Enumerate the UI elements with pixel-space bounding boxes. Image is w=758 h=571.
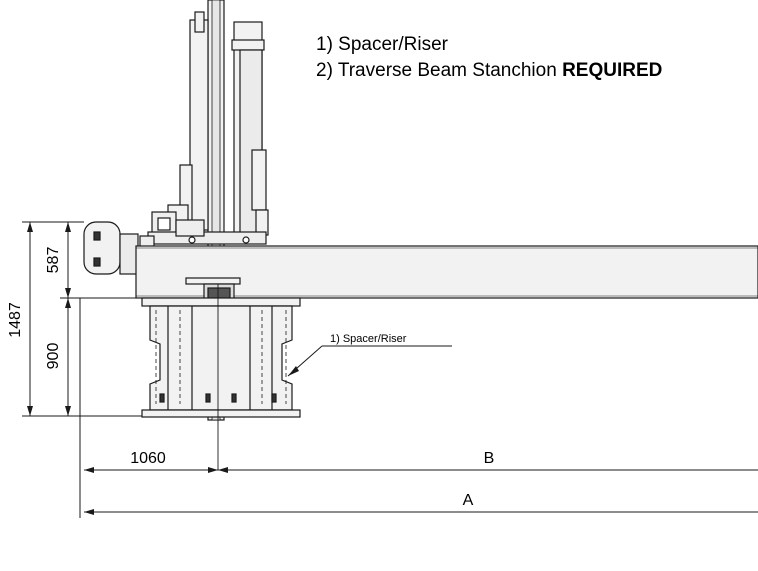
dimension-b-label: B [484,450,495,467]
note-traverse-beam-stanchion: 2) Traverse Beam Stanchion REQUIRED [316,60,662,82]
dimension-a-label: A [463,492,474,509]
note-stanchion-text: 2) Traverse Beam Stanchion [316,60,563,81]
width-dimensions [79,298,758,518]
riser-height-label: 900 [45,343,62,370]
upper-height-label: 587 [45,247,62,274]
height-arrows [27,222,71,416]
note-required-emphasis: REQUIRED [562,60,663,81]
height-dimensions [22,221,142,417]
width-arrows [84,467,228,515]
traverse-beam [135,245,758,299]
spacer-riser-callout: 1) Spacer/Riser [287,333,452,377]
carriage [139,211,267,251]
total-height-label: 1487 [7,302,24,338]
beam-end-motor [83,221,139,275]
spacer-riser [141,297,301,418]
note-spacer-riser: 1) Spacer/Riser [316,34,448,55]
callout-label: 1) Spacer/Riser [330,333,407,345]
reach-label: 1060 [130,450,166,467]
